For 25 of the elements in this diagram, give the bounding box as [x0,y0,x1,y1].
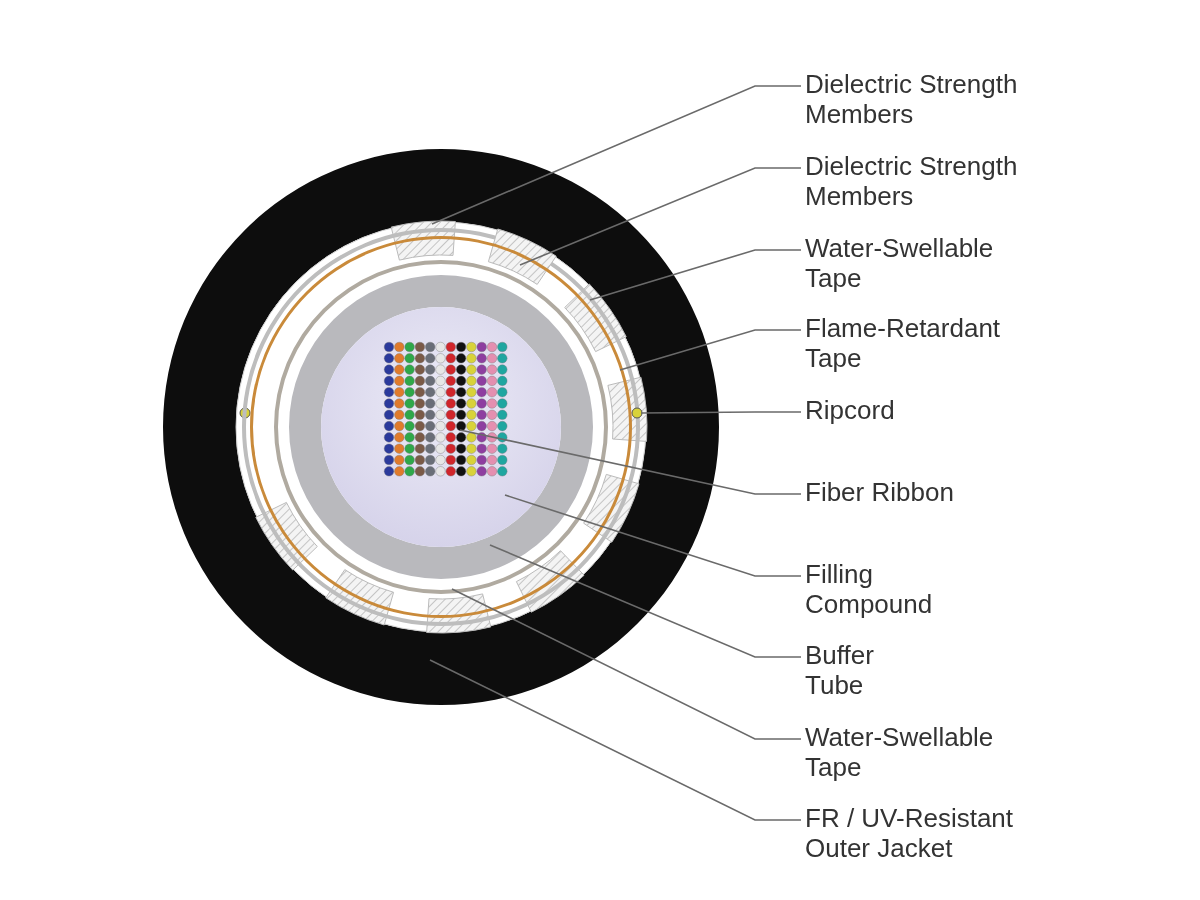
part-label: Buffer Tube [805,640,915,700]
leader-line [431,85,802,225]
part-label: Water-Swellable Tape [805,722,1025,782]
leader-line [519,167,802,266]
part-label: Dielectric Strength Members [805,69,1065,129]
part-label: Ripcord [805,395,1105,425]
part-label: Dielectric Strength Members [805,151,1065,211]
part-label: Flame-Retardant Tape [805,313,1025,373]
fiber-ribbon-drawing [384,342,508,477]
leader-line [429,659,802,821]
outer-jacket-ring [163,149,719,705]
part-label: FR / UV-Resistant Outer Jacket [805,803,1065,863]
part-label: Water-Swellable Tape [805,233,1025,293]
leader-line [589,249,802,301]
part-label: Filling Compound [805,559,965,619]
leader-line [489,544,802,658]
part-label: Fiber Ribbon [805,477,1105,507]
leader-line [451,588,802,740]
leader-line [459,429,802,495]
strength-member-segment [487,228,557,285]
leader-line [504,494,802,577]
ripcord-icon [631,407,643,419]
leader-line [619,329,802,371]
filling-compound-disc [321,307,561,547]
leader-line [640,411,802,414]
